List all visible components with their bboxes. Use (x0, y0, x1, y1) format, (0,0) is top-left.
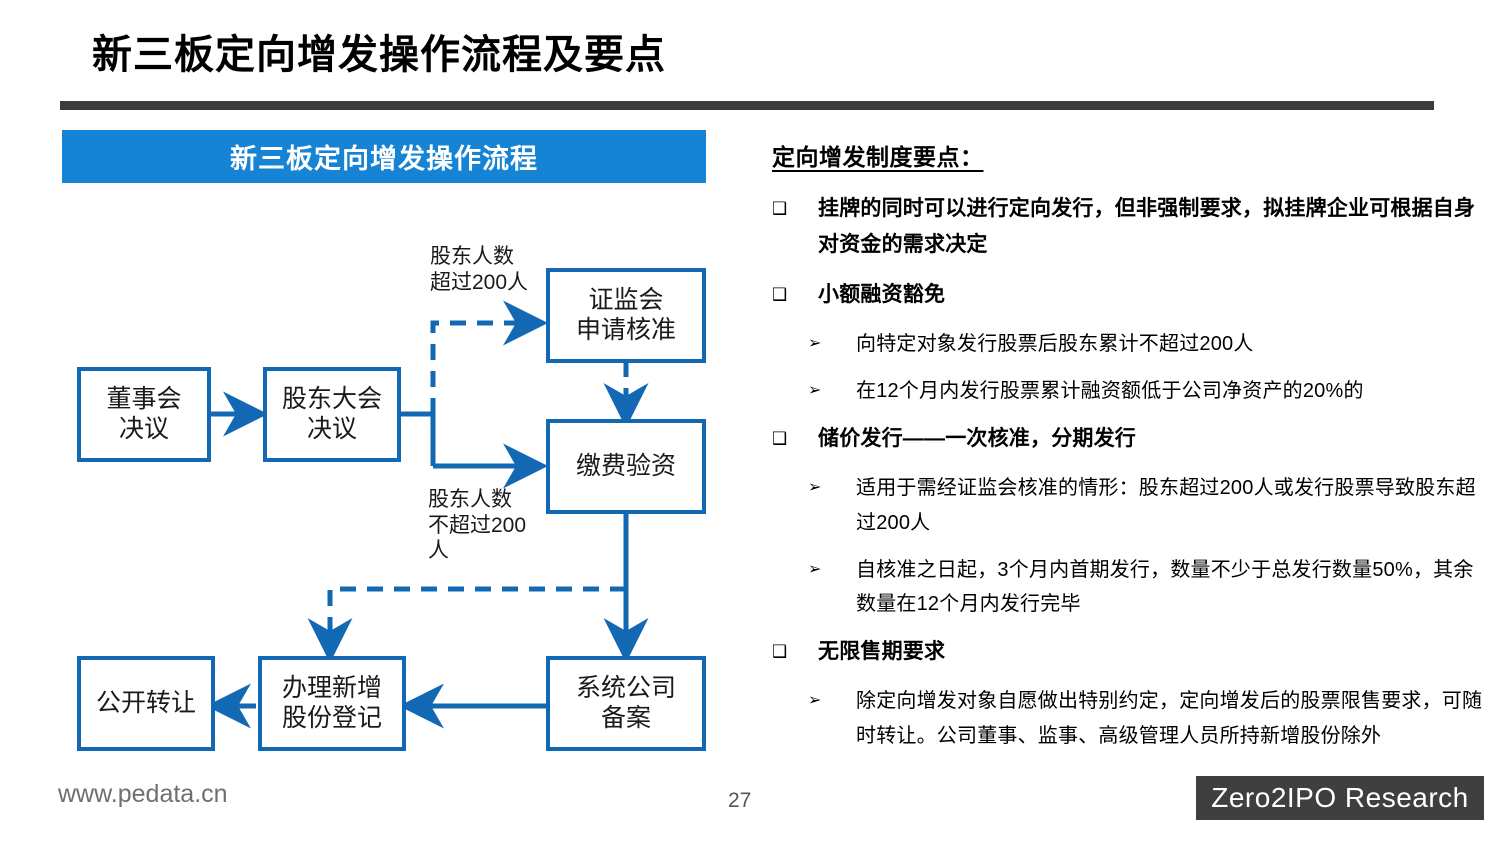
sub-bullet-item: ➢ 向特定对象发行股票后股东累计不超过200人 (772, 327, 1484, 362)
square-bullet-icon: ❑ (772, 199, 788, 218)
arrow-bullet-icon: ➢ (808, 382, 822, 400)
square-bullet-icon: ❑ (772, 428, 788, 448)
sub-bullet-item: ➢ 自核准之日起，3个月内首期发行，数量不少于总发行数量50%，其余数量在12个… (772, 553, 1484, 623)
sub-bullet-text: 除定向增发对象自愿做出特别约定，定向增发后的股票限售要求，可随时转让。公司董事、… (856, 690, 1483, 748)
square-bullet-icon: ❑ (772, 642, 788, 662)
arrow-bullet-icon: ➢ (808, 560, 822, 578)
sub-bullet-item: ➢ 适用于需经证监会核准的情形：股东超过200人或发行股票导致股东超过200人 (772, 471, 1484, 541)
bullet-item: ❑ 小额融资豁免 (772, 277, 1484, 313)
flow-node-shareholder-meeting[interactable]: 股东大会 决议 (263, 367, 401, 462)
sub-bullet-item: ➢ 在12个月内发行股票累计融资额低于公司净资产的20%的 (772, 374, 1484, 409)
edge-label-under-200: 股东人数 不超过200 人 (428, 488, 527, 563)
title-divider (60, 101, 1434, 110)
bullet-item: ❑ 储价发行——一次核准，分期发行 (772, 421, 1484, 457)
flow-node-public-transfer[interactable]: 公开转让 (77, 656, 215, 751)
flow-node-share-registration[interactable]: 办理新增 股份登记 (258, 656, 406, 751)
key-points-panel: 定向增发制度要点： ❑ 挂牌的同时可以进行定向发行，但非强制要求，拟挂牌企业可根… (772, 138, 1484, 766)
key-points-heading: 定向增发制度要点： (772, 144, 984, 170)
bullet-text: 无限售期要求 (818, 640, 946, 664)
edge-label-over-200: 股东人数 超过200人 (430, 245, 529, 294)
bullet-item: ❑ 挂牌的同时可以进行定向发行，但非强制要求，拟挂牌企业可根据自身对资金的需求决… (772, 191, 1484, 263)
sub-bullet-text: 向特定对象发行股票后股东累计不超过200人 (856, 333, 1254, 356)
flowchart-connectors (206, 300, 649, 729)
brand-badge: Zero2IPO Research (1196, 776, 1484, 820)
page-title: 新三板定向增发操作流程及要点 (92, 33, 666, 77)
flow-node-board[interactable]: 董事会 决议 (77, 367, 211, 462)
flow-node-payment-verification[interactable]: 缴费验资 (546, 419, 706, 514)
arrow-bullet-icon: ➢ (808, 692, 822, 710)
bullet-text: 小额融资豁免 (818, 283, 946, 307)
square-bullet-icon: ❑ (772, 285, 788, 305)
bullet-item: ❑ 无限售期要求 (772, 634, 1484, 670)
sub-bullet-item: ➢ 除定向增发对象自愿做出特别约定，定向增发后的股票限售要求，可随时转让。公司董… (772, 684, 1484, 754)
flow-node-system-filing[interactable]: 系统公司 备案 (546, 656, 706, 751)
page-number: 27 (728, 789, 752, 812)
sub-bullet-text: 适用于需经证监会核准的情形：股东超过200人或发行股票导致股东超过200人 (856, 477, 1476, 534)
arrow-bullet-icon: ➢ (808, 479, 822, 497)
arrow-bullet-icon: ➢ (808, 335, 822, 353)
sub-bullet-text: 在12个月内发行股票累计融资额低于公司净资产的20%的 (856, 380, 1364, 403)
bullet-text: 挂牌的同时可以进行定向发行，但非强制要求，拟挂牌企业可根据自身对资金的需求决定 (818, 197, 1476, 257)
footer-url[interactable]: www.pedata.cn (58, 780, 228, 808)
sub-bullet-text: 自核准之日起，3个月内首期发行，数量不少于总发行数量50%，其余数量在12个月内… (856, 558, 1474, 616)
flowchart: 董事会 决议 股东大会 决议 证监会 申请核准 缴费验资 系统公司 备案 办理新… (77, 245, 706, 751)
bullet-text: 储价发行——一次核准，分期发行 (818, 426, 1136, 450)
flowchart-banner: 新三板定向增发操作流程 (62, 130, 706, 183)
flow-node-csrc-approval[interactable]: 证监会 申请核准 (546, 268, 706, 363)
